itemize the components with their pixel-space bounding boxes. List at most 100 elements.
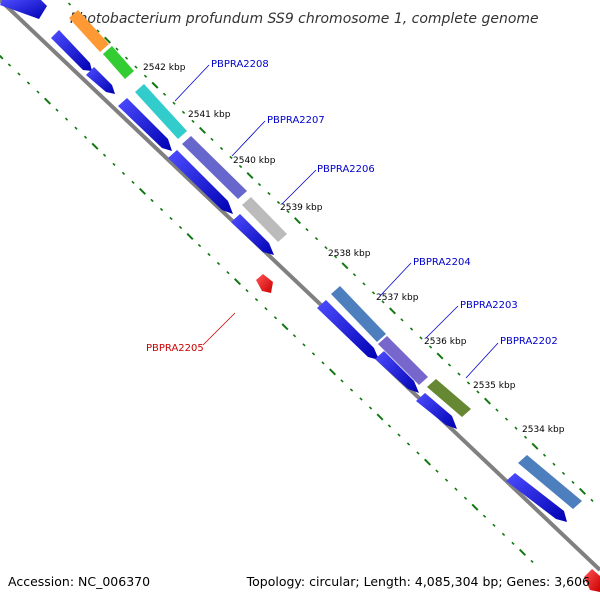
scale-tick	[423, 458, 432, 466]
scale-tick	[531, 442, 539, 450]
scale-tick	[162, 92, 167, 96]
scale-tick	[511, 541, 515, 545]
scale-tick	[340, 379, 344, 383]
scale-tick	[216, 261, 221, 266]
scale-tick	[416, 451, 420, 455]
scale-tick	[444, 478, 449, 482]
scale-tick	[143, 74, 148, 78]
scale-tick	[286, 209, 290, 214]
scale-tick	[302, 343, 306, 347]
scale-tick	[172, 101, 176, 105]
gene-label-pbpra2202[interactable]: PBPRA2202	[500, 336, 558, 347]
scale-tick	[428, 345, 433, 349]
scale-tick	[159, 207, 164, 212]
scale-tick	[64, 117, 69, 121]
scale-tick	[333, 255, 338, 259]
gene-label-pbpra2206[interactable]: PBPRA2206	[317, 164, 375, 175]
scale-tick	[219, 146, 224, 151]
feature-bar	[331, 286, 386, 342]
scale-tick	[293, 217, 302, 225]
scale-tick	[352, 273, 357, 277]
leader-line	[425, 305, 459, 339]
cds-arrow	[231, 214, 274, 255]
scale-label: 2539 kbp	[280, 203, 323, 213]
cds-arrow	[51, 30, 92, 71]
scale-tick	[471, 503, 479, 511]
scale-tick	[245, 289, 249, 293]
cds-arrow	[375, 351, 419, 393]
gene-label-pbpra2203[interactable]: PBPRA2203	[460, 300, 518, 311]
scale-tick	[436, 352, 444, 360]
gene-label-pbpra2207[interactable]: PBPRA2207	[267, 115, 325, 126]
scale-tick	[55, 108, 59, 112]
scale-tick	[151, 81, 159, 89]
scale-tick	[178, 225, 183, 230]
scale-tick	[103, 36, 112, 44]
gene-label-pbpra2205[interactable]: PBPRA2205	[146, 343, 204, 354]
scale-tick	[324, 246, 328, 250]
scale-tick	[292, 334, 297, 338]
topology-text: Topology: circular; Length: 4,085,304 bp…	[246, 574, 590, 589]
cds-arrow	[0, 0, 47, 19]
scale-tick	[74, 126, 78, 130]
scale-tick	[267, 191, 271, 196]
scale-tick	[466, 381, 471, 385]
scale-tick	[376, 413, 384, 421]
scale-tick	[26, 81, 31, 85]
scale-tick	[483, 397, 492, 405]
scale-tick	[419, 336, 423, 340]
scale-tick	[381, 300, 385, 304]
leader-line	[231, 120, 266, 157]
scale-label: 2536 kbp	[424, 337, 467, 347]
scale-tick	[501, 532, 506, 536]
gene-label-pbpra2208[interactable]: PBPRA2208	[211, 59, 269, 70]
scale-label: 2540 kbp	[233, 156, 276, 166]
scale-tick	[83, 135, 88, 139]
scale-tick	[124, 56, 129, 60]
scale-tick	[233, 278, 242, 286]
feature-bar	[427, 379, 471, 417]
leader-line	[465, 342, 499, 379]
scale-tick	[311, 352, 316, 356]
scale-tick	[504, 417, 509, 421]
scale-tick	[590, 498, 594, 502]
scale-tick	[542, 453, 547, 457]
scale-tick	[530, 559, 534, 563]
scale-tick	[578, 487, 587, 495]
scale-tick	[273, 316, 278, 320]
scale-label: 2537 kbp	[376, 293, 419, 303]
scale-tick	[197, 243, 202, 248]
scale-tick	[281, 323, 289, 331]
scale-tick	[96, 29, 100, 33]
scale-tick	[388, 307, 397, 315]
scale-tick	[134, 65, 138, 69]
scale-tick	[43, 97, 52, 105]
leader-line	[202, 312, 236, 346]
feature-bar	[378, 336, 428, 385]
gene-label-pbpra2204[interactable]: PBPRA2204	[413, 257, 471, 268]
leader-line	[174, 64, 210, 102]
scale-tick	[495, 408, 499, 412]
scale-tick	[254, 298, 259, 302]
map-title: Photobacterium profundum SS9 chromosome …	[70, 11, 539, 27]
scale-tick	[229, 155, 233, 160]
cds-arrow	[416, 393, 457, 429]
feature-bar	[103, 46, 134, 79]
cds-arrow	[86, 67, 115, 94]
scale-tick	[476, 390, 480, 394]
scale-tick	[368, 406, 373, 410]
scale-tick	[454, 487, 458, 491]
scale-tick	[276, 200, 281, 205]
scale-tick	[102, 153, 107, 157]
scale-tick	[67, 2, 72, 6]
scale-label: 2534 kbp	[522, 425, 565, 435]
scale-tick	[435, 469, 439, 473]
scale-tick	[571, 480, 575, 484]
feature-track	[69, 10, 582, 509]
scale-tick	[387, 424, 392, 428]
scale-tick	[191, 119, 195, 123]
scale-tick	[121, 171, 126, 175]
scale-tick	[523, 435, 528, 439]
scale-tick	[362, 282, 366, 286]
scale-tick	[409, 327, 414, 331]
